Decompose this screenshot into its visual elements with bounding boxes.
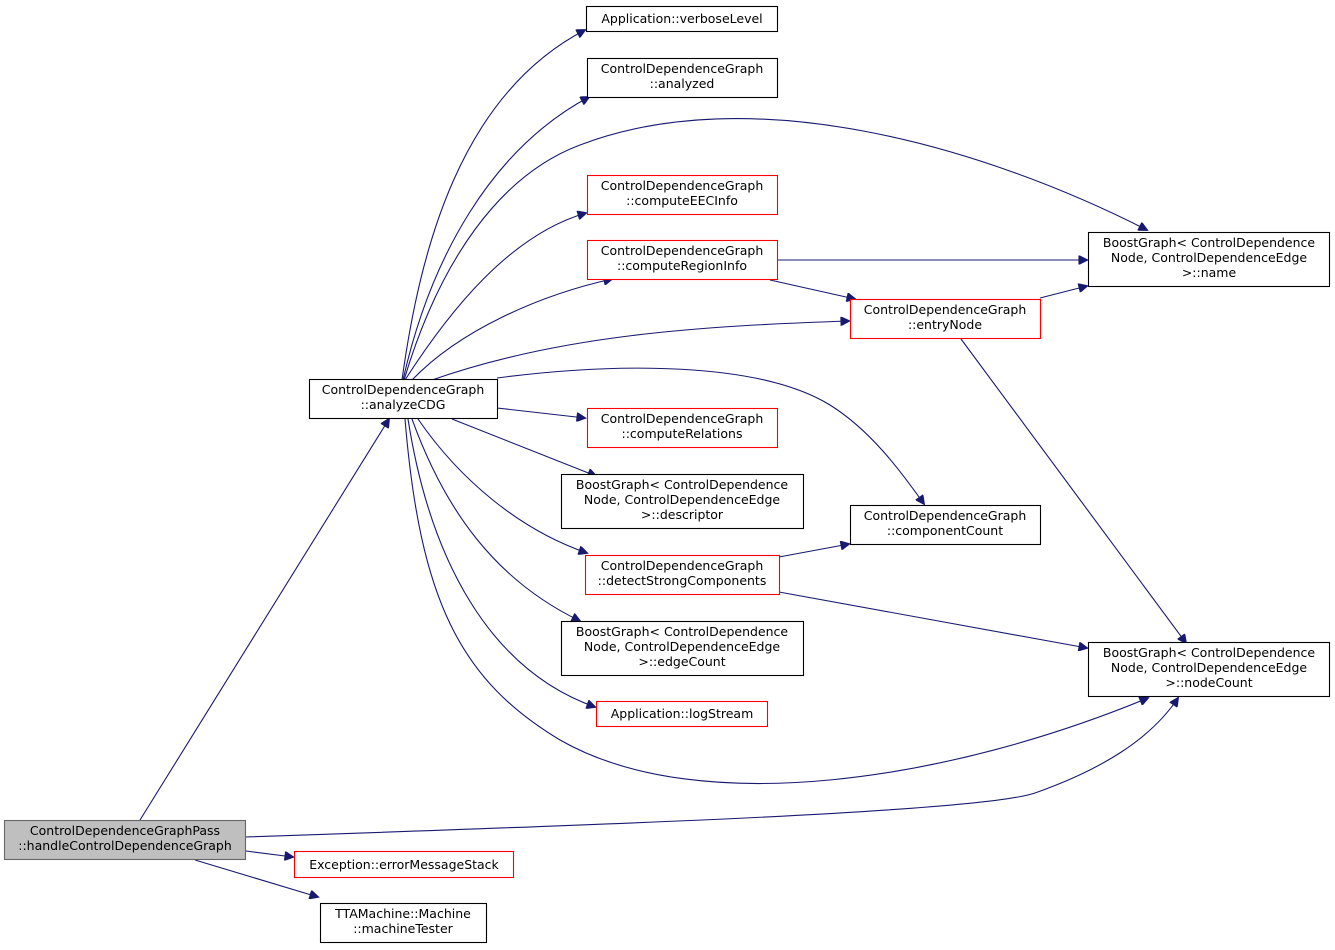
node-detectstrong-line-1: ControlDependenceGraph bbox=[601, 558, 764, 573]
node-nodecount-line-1: BoostGraph< ControlDependence bbox=[1103, 645, 1316, 660]
node-logstream-line-1: Application::logStream bbox=[611, 706, 754, 721]
node-component-count[interactable]: ControlDependenceGraph ::componentCount bbox=[849, 504, 1042, 546]
edge-analyzecdg-to-bgname bbox=[403, 118, 1147, 381]
edge-entrynode-to-bgname bbox=[1039, 286, 1087, 299]
edge-entrynode-to-nodecount bbox=[960, 338, 1186, 643]
node-log-stream[interactable]: Application::logStream bbox=[595, 700, 769, 728]
edge-detectstrong-to-componentcount bbox=[778, 544, 849, 558]
node-computerelations-line-1: ControlDependenceGraph bbox=[601, 411, 764, 426]
node-bgname-line-1: BoostGraph< ControlDependence bbox=[1103, 235, 1316, 250]
node-handle-control-dependence-graph[interactable]: ControlDependenceGraphPass ::handleContr… bbox=[3, 819, 247, 861]
node-machinetester-line-1: TTAMachine::Machine bbox=[334, 906, 471, 921]
edge-analyzecdg-to-analyzed bbox=[402, 97, 589, 381]
node-boostgraph-name[interactable]: BoostGraph< ControlDependence Node, Cont… bbox=[1087, 231, 1331, 288]
node-verbose-level[interactable]: Application::verboseLevel bbox=[585, 5, 779, 33]
node-analyze-cdg[interactable]: ControlDependenceGraph ::analyzeCDG bbox=[308, 378, 499, 420]
node-compute-region-info[interactable]: ControlDependenceGraph ::computeRegionIn… bbox=[586, 239, 779, 281]
node-detectstrong-line-2: ::detectStrongComponents bbox=[598, 573, 767, 588]
edge-analyzecdg-to-computeeec bbox=[404, 213, 586, 381]
node-entry-node[interactable]: ControlDependenceGraph ::entryNode bbox=[849, 298, 1042, 340]
node-computeregion-line-2: ::computeRegionInfo bbox=[617, 258, 747, 273]
node-analyzed-line-2: ::analyzed bbox=[650, 76, 715, 91]
node-detect-strong-components[interactable]: ControlDependenceGraph ::detectStrongCom… bbox=[584, 554, 781, 596]
node-computerelations-line-2: ::computeRelations bbox=[622, 426, 743, 441]
node-entrynode-line-1: ControlDependenceGraph bbox=[864, 302, 1027, 317]
node-computeeec-line-2: ::computeEECInfo bbox=[626, 193, 738, 208]
node-computeeec-line-1: ControlDependenceGraph bbox=[601, 178, 764, 193]
edge-analyzecdg-to-componentcount bbox=[496, 367, 924, 504]
edges bbox=[139, 30, 1186, 897]
edge-analyzecdg-to-nodecount bbox=[404, 418, 1148, 785]
node-descriptor[interactable]: BoostGraph< ControlDependence Node, Cont… bbox=[560, 473, 805, 530]
node-edgecount-line-2: Node, ControlDependenceEdge bbox=[584, 639, 780, 654]
node-error-message-stack[interactable]: Exception::errorMessageStack bbox=[293, 850, 515, 879]
node-nodecount-line-3: >::nodeCount bbox=[1165, 675, 1252, 690]
nodes: ControlDependenceGraphPass ::handleContr… bbox=[3, 5, 1331, 944]
node-descriptor-line-2: Node, ControlDependenceEdge bbox=[584, 492, 780, 507]
edge-handle-to-errormessagestack bbox=[245, 850, 293, 857]
edge-analyzecdg-to-edgecount bbox=[411, 418, 580, 621]
node-descriptor-line-3: >::descriptor bbox=[641, 507, 724, 522]
node-bgname-line-2: Node, ControlDependenceEdge bbox=[1111, 250, 1307, 265]
node-edge-count[interactable]: BoostGraph< ControlDependence Node, Cont… bbox=[560, 620, 805, 677]
edge-handle-to-nodecount bbox=[245, 698, 1178, 838]
node-handle-line-2: ::handleControlDependenceGraph bbox=[18, 838, 232, 853]
node-edgecount-line-1: BoostGraph< ControlDependence bbox=[576, 624, 789, 639]
node-analyzed-line-1: ControlDependenceGraph bbox=[601, 61, 764, 76]
node-errormessagestack-line-1: Exception::errorMessageStack bbox=[309, 857, 499, 872]
node-analyzed[interactable]: ControlDependenceGraph ::analyzed bbox=[586, 57, 779, 99]
edge-handle-to-machinetester bbox=[194, 859, 318, 897]
node-componentcount-line-1: ControlDependenceGraph bbox=[864, 508, 1027, 523]
node-machinetester-line-2: ::machineTester bbox=[353, 921, 453, 936]
edge-analyzecdg-to-logstream bbox=[407, 418, 595, 707]
node-edgecount-line-3: >::edgeCount bbox=[638, 654, 725, 669]
edge-analyzecdg-to-computeregion bbox=[411, 279, 612, 381]
edge-computeregion-to-entrynode bbox=[769, 279, 855, 299]
node-entrynode-line-2: ::entryNode bbox=[908, 317, 982, 332]
edge-detectstrong-to-nodecount bbox=[778, 591, 1087, 648]
edge-analyzecdg-to-entrynode bbox=[431, 321, 849, 381]
edge-handle-to-analyzecdg bbox=[139, 419, 389, 821]
node-machine-tester[interactable]: TTAMachine::Machine ::machineTester bbox=[319, 902, 488, 944]
node-bgname-line-3: >::name bbox=[1182, 265, 1237, 280]
node-nodecount-line-2: Node, ControlDependenceEdge bbox=[1111, 660, 1307, 675]
node-verboselevel-line-1: Application::verboseLevel bbox=[601, 11, 762, 26]
edge-analyzecdg-to-detectstrong bbox=[417, 418, 587, 553]
node-compute-relations[interactable]: ControlDependenceGraph ::computeRelation… bbox=[586, 407, 779, 449]
node-componentcount-line-2: ::componentCount bbox=[887, 523, 1003, 538]
node-boostgraph-node-count[interactable]: BoostGraph< ControlDependence Node, Cont… bbox=[1087, 641, 1331, 698]
node-descriptor-line-1: BoostGraph< ControlDependence bbox=[576, 477, 789, 492]
edge-analyzecdg-to-computerelations bbox=[496, 407, 585, 418]
node-compute-eec-info[interactable]: ControlDependenceGraph ::computeEECInfo bbox=[586, 174, 779, 216]
edge-analyzecdg-to-verboselevel bbox=[401, 30, 585, 381]
node-analyzecdg-line-2: ::analyzeCDG bbox=[361, 397, 446, 412]
node-handle-line-1: ControlDependenceGraphPass bbox=[30, 823, 220, 838]
node-analyzecdg-line-1: ControlDependenceGraph bbox=[322, 382, 485, 397]
node-computeregion-line-1: ControlDependenceGraph bbox=[601, 243, 764, 258]
edge-analyzecdg-to-descriptor bbox=[451, 418, 596, 476]
